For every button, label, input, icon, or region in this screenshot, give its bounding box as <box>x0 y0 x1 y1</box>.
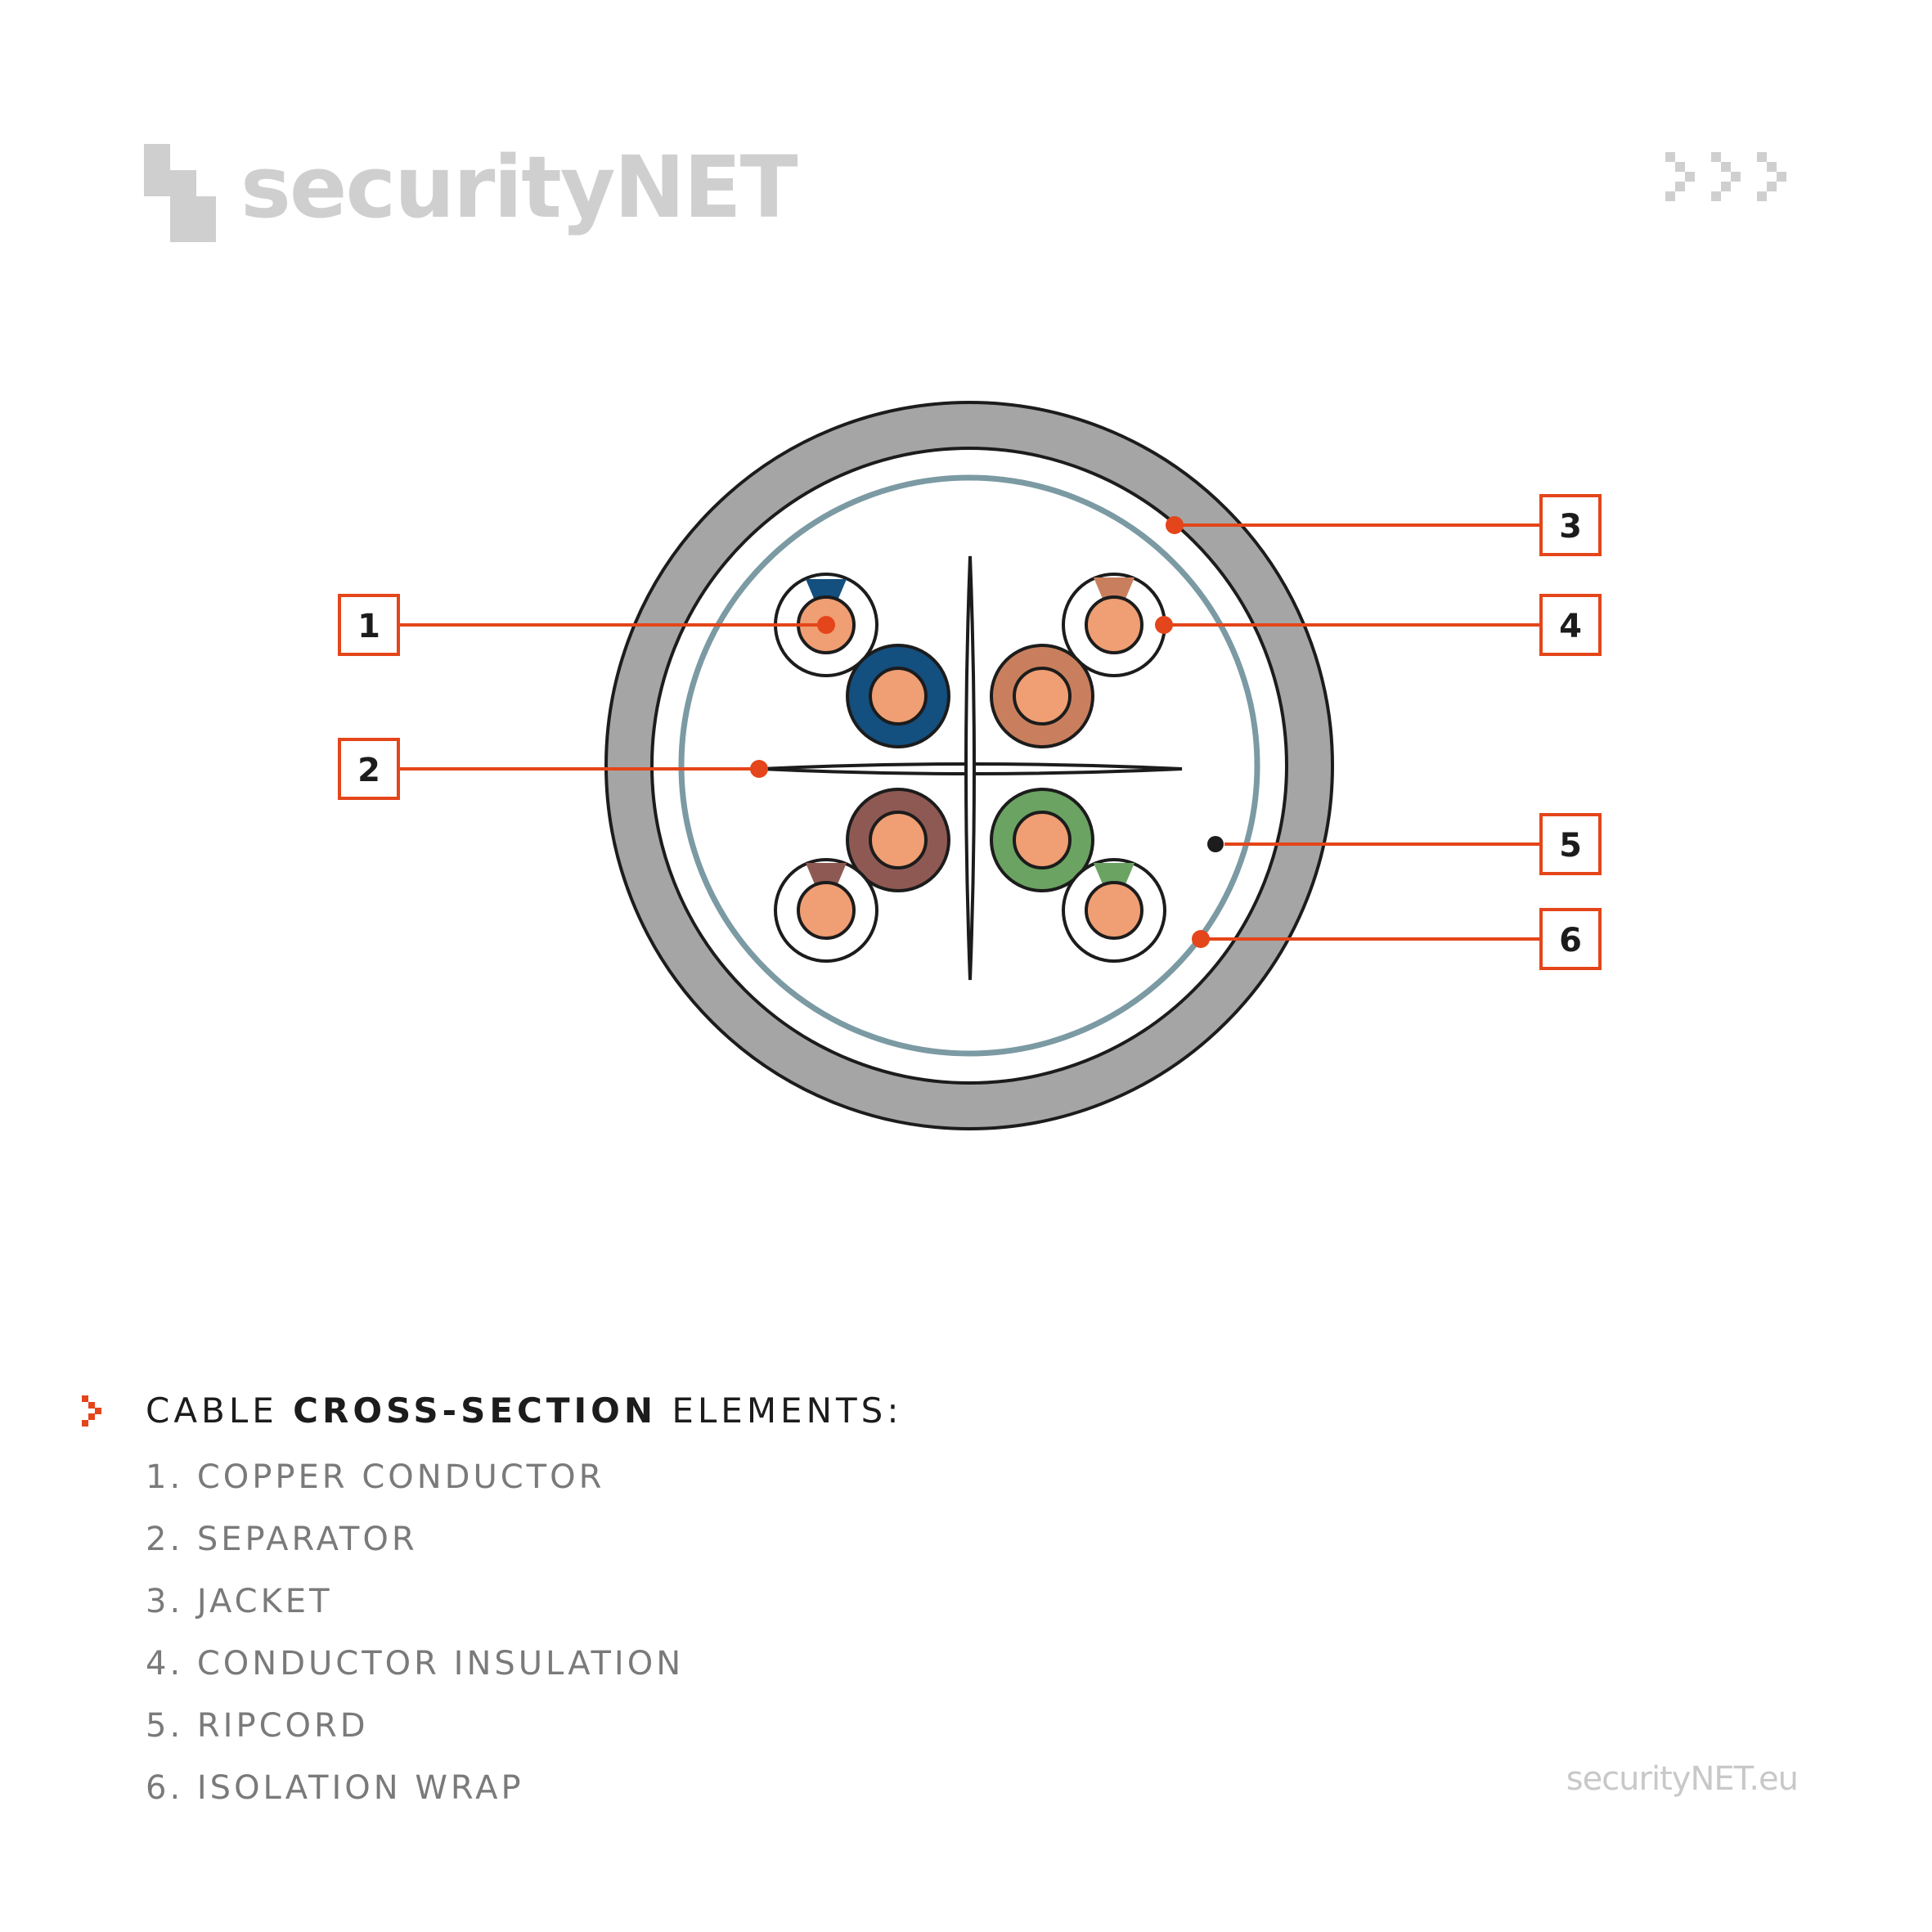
legend-item: 5. RIPCORD <box>146 1707 369 1745</box>
svg-text:4: 4 <box>1559 608 1582 645</box>
blue-pair <box>774 573 950 748</box>
callout-4: 4 <box>1539 594 1602 656</box>
legend-item: 2. SEPARATOR <box>146 1521 418 1558</box>
cable-cross-section-diagram: 1 2 3 4 5 6 <box>338 401 1602 1130</box>
footer-url: securityNET.eu <box>1566 1760 1799 1798</box>
legend-item: 3. JACKET <box>146 1583 333 1620</box>
isolation-wrap <box>678 474 1260 1057</box>
callout-6: 6 <box>1539 908 1602 970</box>
callout-1: 1 <box>338 594 400 656</box>
logo-text: securityNET <box>240 137 798 237</box>
svg-text:3: 3 <box>1559 508 1582 546</box>
callout-3: 3 <box>1539 494 1602 556</box>
chevron-right-icon <box>82 1395 101 1427</box>
legend-heading-bold: CROSS-SECTION <box>293 1391 657 1431</box>
callout-2: 2 <box>338 738 400 800</box>
securitynet-logo-mark <box>144 144 216 242</box>
legend-heading-pre: CABLE <box>146 1391 278 1431</box>
legend: CABLE CROSS-SECTION ELEMENTS: 1. COPPER … <box>82 1391 898 1830</box>
svg-text:5: 5 <box>1559 827 1582 865</box>
brown-pair <box>774 788 950 963</box>
callout-5: 5 <box>1539 813 1602 875</box>
legend-heading: CABLE CROSS-SECTION ELEMENTS: <box>82 1391 903 1431</box>
legend-item: 4. CONDUCTOR INSULATION <box>146 1645 685 1683</box>
separator <box>760 555 1183 981</box>
svg-text:6: 6 <box>1559 922 1582 959</box>
orange-pair <box>990 573 1166 748</box>
svg-text:2: 2 <box>357 752 380 789</box>
legend-item: 1. COPPER CONDUCTOR <box>146 1458 605 1496</box>
legend-item: 6. ISOLATION WRAP <box>146 1769 524 1807</box>
callout-lines <box>398 516 1541 948</box>
green-pair <box>990 788 1166 963</box>
svg-text:1: 1 <box>357 608 380 645</box>
pixel-arrows-icon <box>1665 152 1786 201</box>
ripcord <box>1207 836 1224 852</box>
legend-heading-post: ELEMENTS: <box>672 1391 903 1431</box>
